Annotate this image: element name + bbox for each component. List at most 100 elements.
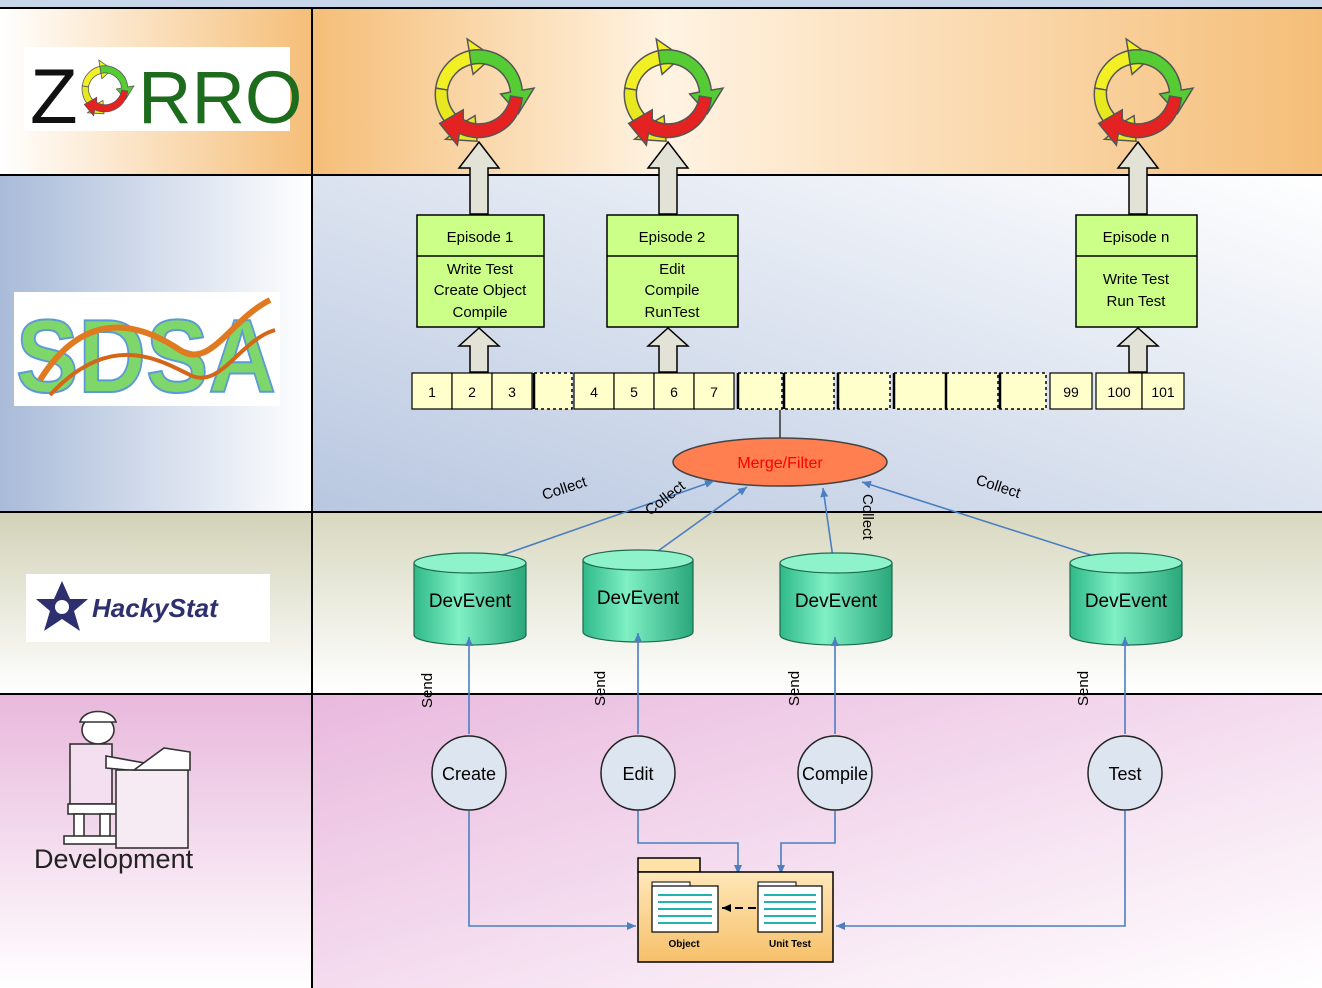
send-connectors [465, 633, 1129, 734]
dev-event-store[interactable]: DevEvent [779, 552, 893, 646]
collect-line-1 [496, 480, 715, 558]
hackystat-star-icon [36, 581, 88, 631]
collect-line-3 [820, 487, 834, 559]
hackystat-logo-text: HackyStat [92, 593, 219, 623]
zorro-logo-bg [24, 47, 290, 131]
create-to-folder-line [468, 811, 636, 930]
episode-box-1[interactable]: Episode 1 Write Test Create Object Compi… [416, 214, 545, 328]
episode-to-cycle-arrows [457, 140, 1160, 373]
developer-activities: Create Edit Compile Test [431, 735, 1163, 811]
episode-box-2[interactable]: Episode 2 Edit Compile RunTest [606, 214, 739, 328]
sequence-cell-label: 3 [508, 384, 516, 400]
collect-connectors [496, 480, 1129, 568]
sequence-cell-label: 101 [1151, 384, 1175, 400]
sequence-cell-label: 2 [468, 384, 476, 400]
sequence-cell: 100 [1095, 372, 1143, 410]
up-arrow-episode-n [1116, 140, 1160, 215]
sequence-cell: 2 [451, 372, 493, 410]
send-label-compile: Send [786, 671, 803, 706]
sdsa-logo: SDSA [14, 292, 280, 416]
sequence-cell: 7 [693, 372, 735, 410]
band-grid-lines [0, 7, 1322, 988]
collect-label-3: Collect [859, 494, 876, 541]
sequence-cell [892, 372, 949, 410]
sequence-cell [532, 372, 573, 410]
send-label-create: Send [419, 673, 436, 708]
project-folder-icon[interactable]: Object Unit Test [637, 857, 834, 963]
episode-step: Write Test [1103, 271, 1170, 288]
compile-to-folder-line [777, 811, 836, 874]
episode-title: Episode 2 [639, 229, 706, 246]
episode-box-n[interactable]: Episode n Write Test Run Test [1075, 214, 1198, 328]
sequence-cell: 99 [1049, 372, 1093, 410]
test-to-folder-line [836, 811, 1126, 930]
sequence-cell-label: 4 [590, 384, 598, 400]
sequence-cell [736, 372, 783, 410]
episode-step: RunTest [644, 304, 700, 321]
up-arrow-seq-n [1116, 326, 1160, 373]
object-file-icon [651, 881, 719, 933]
dev-event-store[interactable]: DevEvent [1069, 552, 1183, 646]
unit-test-label: Unit Test [769, 939, 812, 950]
folder-connectors [468, 811, 1126, 930]
activity-label: Create [442, 764, 496, 784]
up-arrow-seq-1 [457, 326, 501, 373]
dev-event-label: DevEvent [429, 591, 512, 612]
activity-label: Compile [802, 764, 868, 784]
merge-filter-label: Merge/Filter [737, 455, 823, 472]
top-strip [0, 0, 1322, 8]
episode-step: Compile [644, 282, 699, 299]
dev-event-store[interactable]: DevEvent [413, 552, 527, 646]
dev-event-label: DevEvent [1085, 591, 1168, 612]
unit-test-file-icon [757, 881, 823, 933]
episode-step: Edit [659, 261, 686, 278]
activity-label: Test [1108, 764, 1141, 784]
zorro-logo-rro: RRO [138, 56, 302, 139]
up-arrow-episode-2 [646, 140, 690, 215]
episode-step: Compile [452, 304, 507, 321]
sequence-cell [836, 372, 891, 410]
sdsa-logo-swoosh-1 [37, 297, 272, 382]
activity-compile[interactable]: Compile [797, 735, 873, 811]
up-arrow-seq-2 [646, 326, 690, 373]
sequence-cell: 1 [411, 372, 453, 410]
development-label: Development [34, 844, 194, 874]
activity-create[interactable]: Create [431, 735, 507, 811]
activity-label: Edit [622, 764, 653, 784]
episode-title: Episode 1 [447, 229, 514, 246]
sequence-cell-label: 1 [428, 384, 436, 400]
sequence-cell: 3 [491, 372, 533, 410]
send-label-test: Send [1075, 671, 1092, 706]
sdsa-logo-swoosh-2 [48, 328, 276, 397]
dev-event-stores: DevEvent DevEvent DevEvent DevEvent [413, 549, 1183, 646]
dev-event-label: DevEvent [597, 588, 680, 609]
sequence-cell-label: 7 [710, 384, 718, 400]
sequence-cell [944, 372, 999, 410]
object-label: Object [668, 939, 700, 950]
activity-edit[interactable]: Edit [600, 735, 676, 811]
episode-step: Run Test [1107, 293, 1167, 310]
edit-to-folder-line [637, 811, 742, 874]
send-label-edit: Send [592, 671, 609, 706]
sequence-cell [998, 372, 1047, 410]
episode-step: Write Test [447, 261, 514, 278]
episode-title: Episode n [1103, 229, 1170, 246]
sequence-cell: 4 [573, 372, 615, 410]
dev-event-store[interactable]: DevEvent [582, 549, 694, 643]
sequence-cell: 101 [1141, 372, 1185, 410]
zorro-logo-z: Z [30, 52, 78, 140]
activity-test[interactable]: Test [1087, 735, 1163, 811]
dev-event-label: DevEvent [795, 591, 878, 612]
episode-step: Create Object [434, 282, 527, 299]
sequence-cell: 6 [653, 372, 695, 410]
sequence-cell [782, 372, 835, 410]
hackystat-logo: HackyStat [26, 574, 270, 642]
merge-filter-node[interactable]: Merge/Filter [672, 437, 888, 487]
up-arrow-episode-1 [457, 140, 501, 215]
developer-figure-icon [63, 710, 191, 849]
sequence-cell-label: 5 [630, 384, 638, 400]
zorro-logo: Z RRO [24, 47, 302, 140]
sequence-cell-label: 6 [670, 384, 678, 400]
